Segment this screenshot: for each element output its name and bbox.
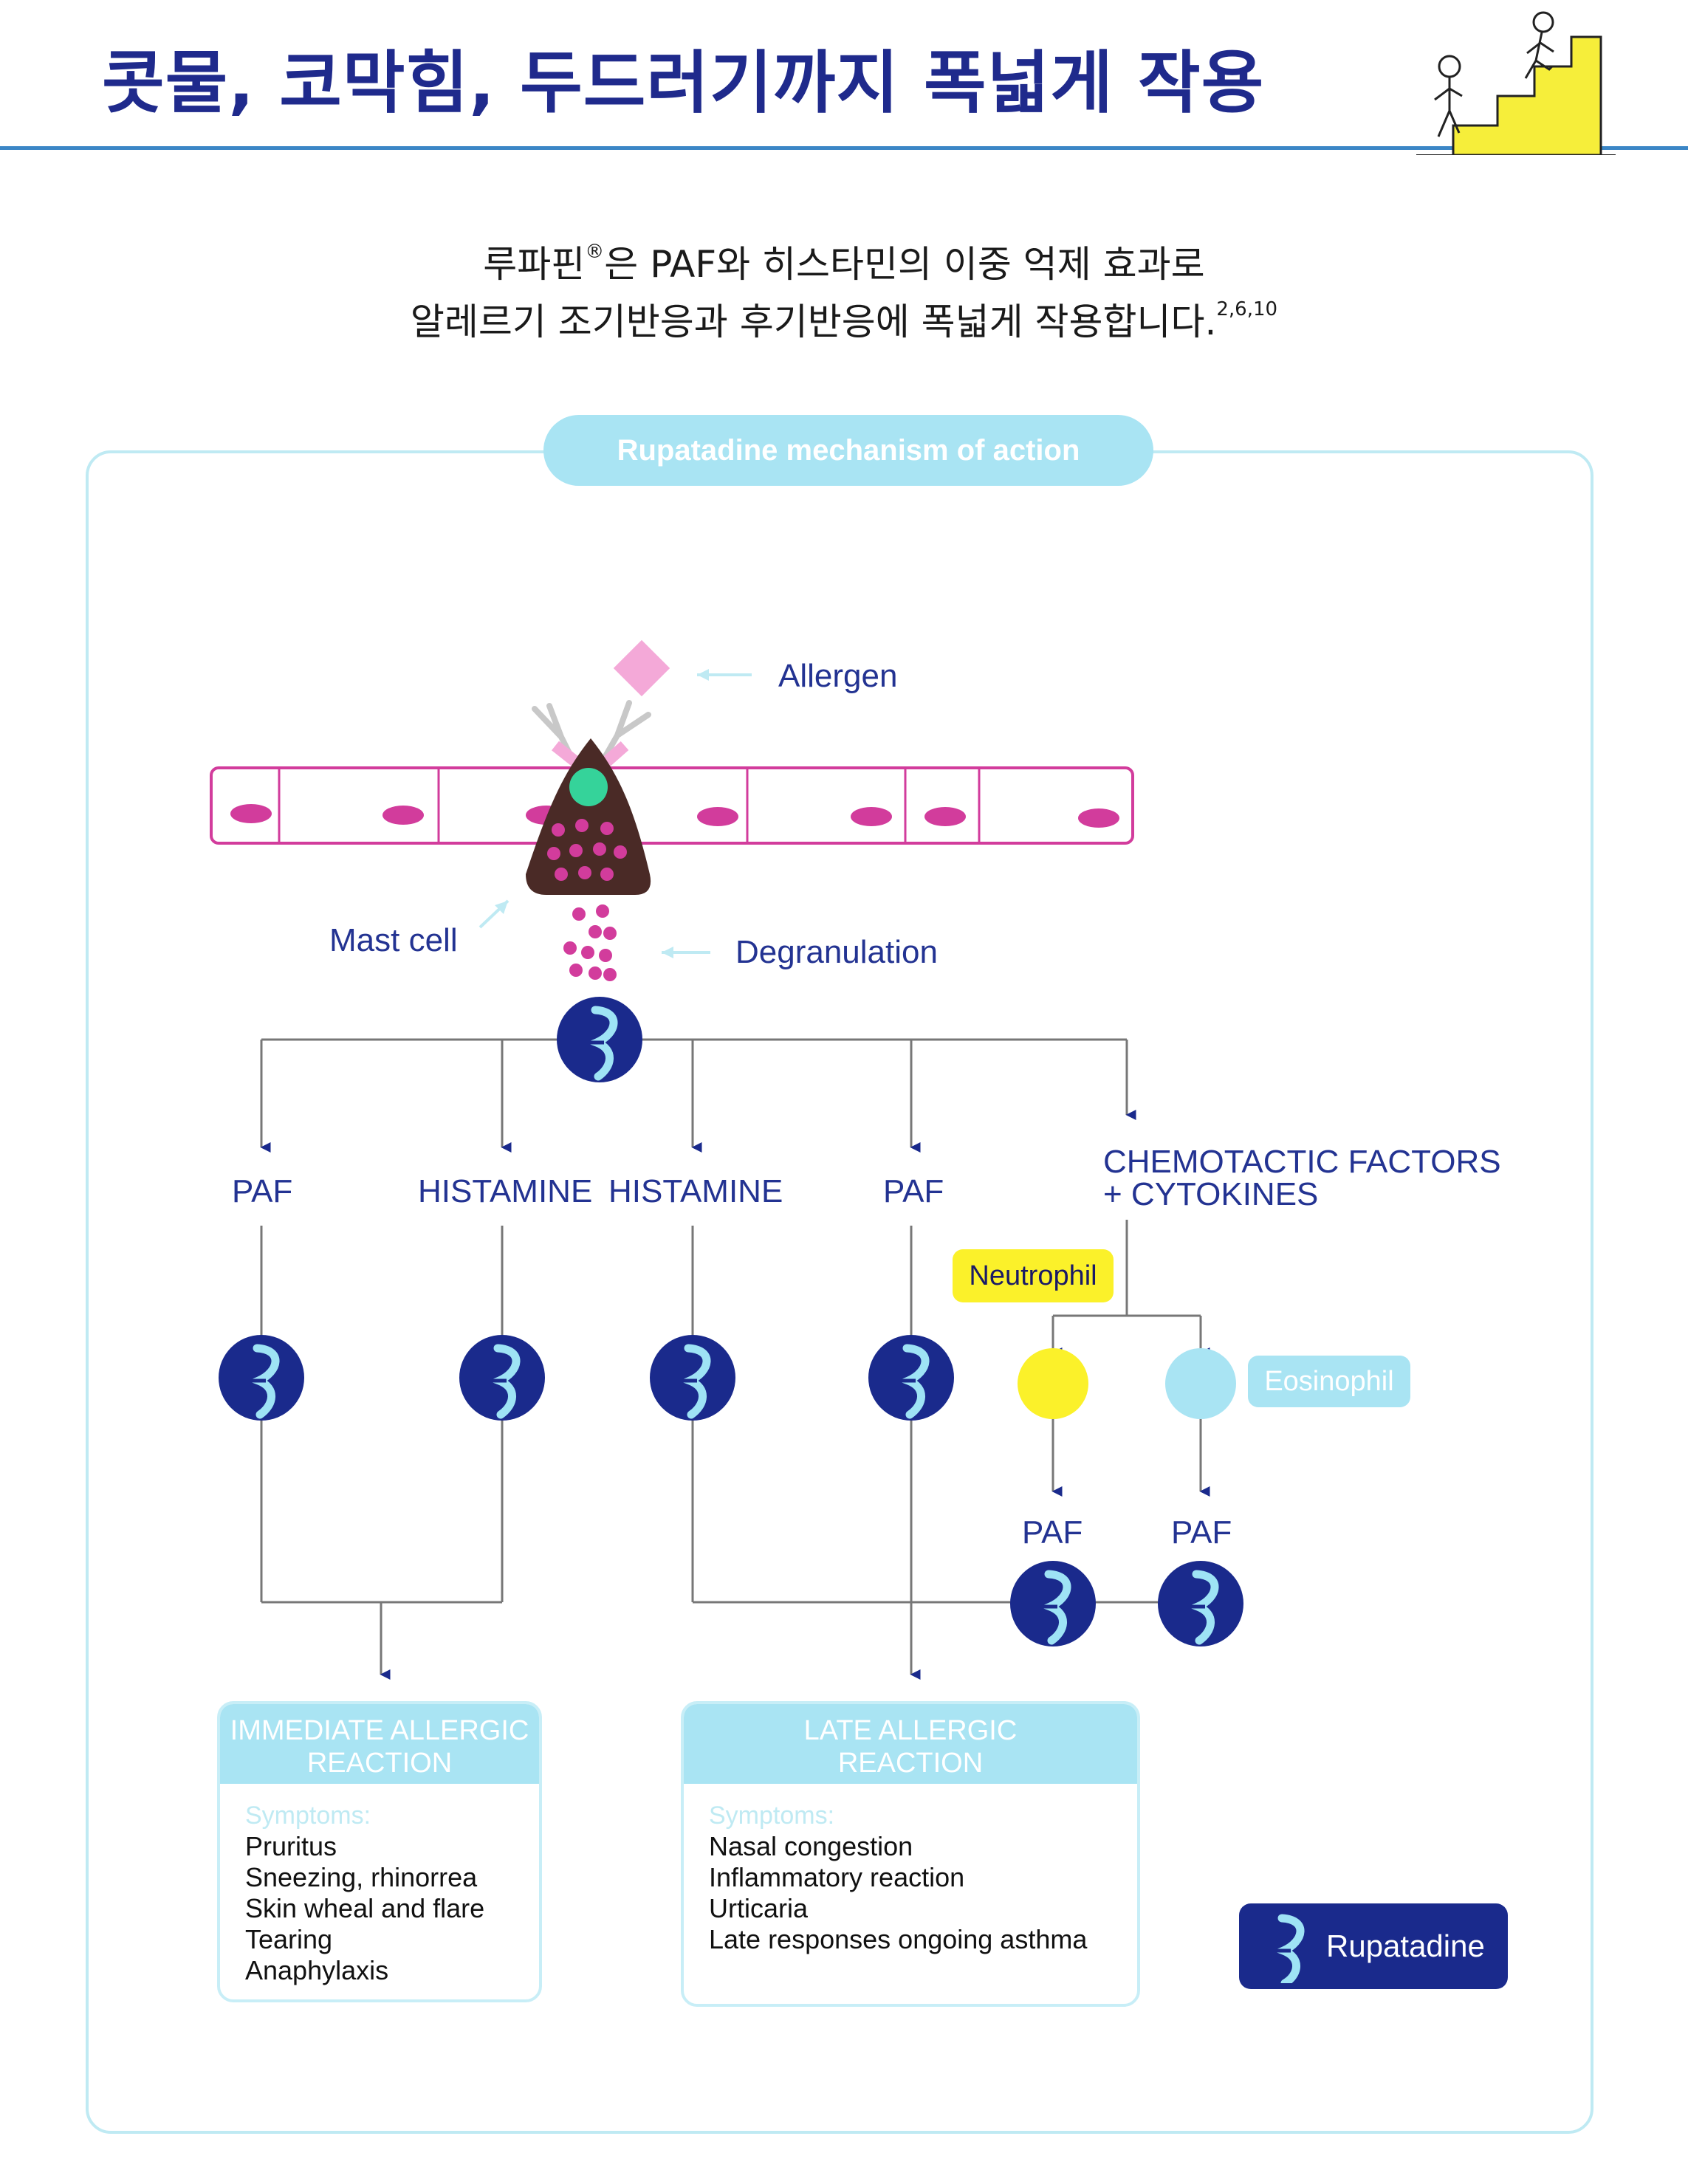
degranulation-label: Degranulation xyxy=(735,934,938,970)
eosinophil-paf-label: PAF xyxy=(1171,1514,1232,1551)
symptom-item: Sneezing, rhinorrea xyxy=(245,1862,478,1892)
mediator-label-histamine-2: HISTAMINE xyxy=(608,1173,783,1209)
rupatadine-icon-histamine-2 xyxy=(650,1335,735,1421)
reference-numbers: 2,6,10 xyxy=(1216,298,1278,320)
immediate-reaction-title: IMMEDIATE ALLERGIC REACTION xyxy=(220,1704,539,1784)
rupatadine-icon xyxy=(1270,1914,1305,1983)
rupatadine-icon-paf-1 xyxy=(219,1335,304,1421)
rupatadine-icon-degranulation xyxy=(557,997,642,1082)
intro-line-2: 알레르기 조기반응과 후기반응에 폭넓게 작용합니다.2,6,10 xyxy=(410,298,1278,343)
allergen-label: Allergen xyxy=(778,658,898,694)
immediate-reaction-box: IMMEDIATE ALLERGIC REACTION Symptoms: Pr… xyxy=(217,1701,542,2002)
late-reaction-title: LATE ALLERGIC REACTION xyxy=(684,1704,1137,1784)
rupatadine-icon-eosinophil-paf xyxy=(1158,1561,1243,1646)
mast-cell xyxy=(526,738,651,895)
symptom-item: Urticaria xyxy=(709,1893,809,1923)
rupatadine-legend: Rupatadine xyxy=(1239,1903,1508,1989)
intro-line-1: 루파핀®은 PAF와 히스타민의 이중 억제 효과로 xyxy=(483,241,1205,286)
ige-receptors xyxy=(532,700,651,769)
neutrophil-cell xyxy=(1018,1348,1088,1419)
mediator-label-paf-1: PAF xyxy=(232,1173,293,1209)
symptom-item: Anaphylaxis xyxy=(245,1955,389,1985)
stairs-climbing-icon xyxy=(1416,11,1616,155)
symptom-item: Nasal congestion xyxy=(709,1831,913,1861)
allergen-shape xyxy=(613,639,670,697)
neutrophil-label: Neutrophil xyxy=(953,1249,1114,1302)
page-title: 콧물, 코막힘, 두드러기까지 폭넓게 작용 xyxy=(102,44,1265,123)
mast-cell-label: Mast cell xyxy=(329,922,458,958)
late-reaction-box: LATE ALLERGIC REACTION Symptoms: Nasal c… xyxy=(681,1701,1140,2007)
symptom-item: Skin wheal and flare xyxy=(245,1893,485,1923)
allergen-arrow xyxy=(697,669,752,681)
mediator-label-histamine-1: HISTAMINE xyxy=(418,1173,593,1209)
eosinophil-label: Eosinophil xyxy=(1248,1356,1410,1407)
chemotactic-label-1: CHEMOTACTIC FACTORS xyxy=(1103,1144,1501,1180)
symptom-item: Pruritus xyxy=(245,1831,337,1861)
immediate-symptoms: Symptoms: Pruritus Sneezing, rhinorrea S… xyxy=(220,1784,539,1999)
mediator-label-paf-2: PAF xyxy=(883,1173,944,1209)
panel-title: Rupatadine mechanism of action xyxy=(543,415,1153,486)
rupatadine-icon-histamine-1 xyxy=(459,1335,545,1421)
eosinophil-cell xyxy=(1165,1348,1236,1419)
rupatadine-icon-paf-2 xyxy=(868,1335,954,1421)
late-symptoms: Symptoms: Nasal congestion Inflammatory … xyxy=(684,1784,1137,1971)
epithelium-layer xyxy=(210,766,1134,845)
symptom-item: Inflammatory reaction xyxy=(709,1862,965,1892)
neutrophil-paf-label: PAF xyxy=(1022,1514,1083,1551)
header-divider xyxy=(0,146,1688,150)
legend-label: Rupatadine xyxy=(1326,1929,1485,1963)
symptom-item: Late responses ongoing asthma xyxy=(709,1924,1088,1954)
released-granules xyxy=(563,904,617,981)
chemotactic-label-2: + CYTOKINES xyxy=(1103,1176,1319,1212)
symptom-item: Tearing xyxy=(245,1924,333,1954)
rupatadine-icon-neutrophil-paf xyxy=(1010,1561,1096,1646)
